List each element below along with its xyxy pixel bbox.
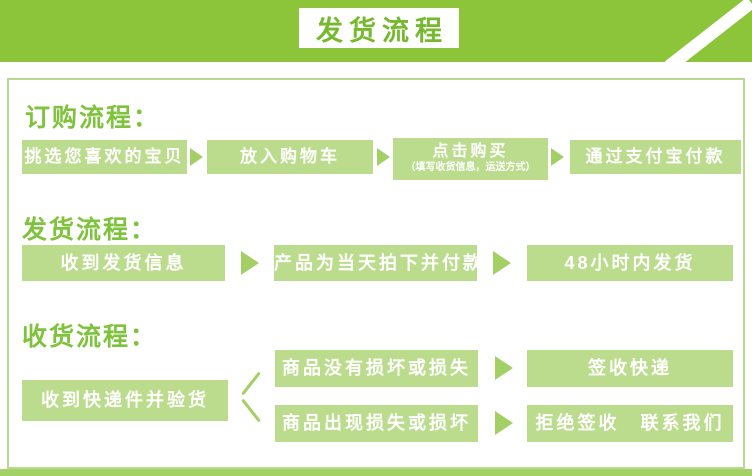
order-step-pay-alipay: 通过支付宝付款 <box>570 140 741 174</box>
order-step-click-buy-label: 点击购买 <box>432 143 509 160</box>
arrow-right-icon <box>495 356 513 380</box>
order-step-add-to-cart: 放入购物车 <box>207 140 373 174</box>
header-banner: 发货流程 <box>0 0 752 62</box>
arrow-right-icon <box>551 148 564 166</box>
branch-no-damage-condition: 商品没有损坏或损失 <box>275 350 478 387</box>
ship-step-receive-info: 收到发货信息 <box>22 245 225 281</box>
order-step-click-buy: 点击购买 （填写收货信息，运送方式） <box>393 138 548 180</box>
arrow-right-icon <box>190 148 203 166</box>
section-heading-shipping-process: 发货流程： <box>22 216 158 244</box>
ship-step-same-day-payment: 产品为当天拍下并付款 <box>274 245 477 281</box>
branch-damaged-result: 拒绝签收 联系我们 <box>527 405 733 442</box>
branch-damaged-condition: 商品出现损失或损坏 <box>275 405 478 442</box>
ship-step-48h-dispatch: 48小时内发货 <box>527 245 733 281</box>
branch-no-damage-result: 签收快递 <box>527 350 733 387</box>
receive-step-inspect-package: 收到快递件并验货 <box>22 380 228 421</box>
arrow-right-icon <box>493 251 511 275</box>
arrow-right-icon <box>377 148 390 166</box>
order-step-click-buy-sublabel: （填写收货信息，运送方式） <box>405 162 536 173</box>
diagonal-stripe-decoration <box>665 0 752 62</box>
section-heading-receiving-process: 收货流程： <box>22 323 158 351</box>
order-step-pick-items: 挑选您喜欢的宝贝 <box>22 140 187 174</box>
section-heading-order-process: 订购流程： <box>25 104 161 132</box>
arrow-right-icon <box>495 411 513 435</box>
arrow-right-icon <box>241 251 259 275</box>
page-title: 发货流程 <box>316 15 448 46</box>
footer-bar <box>0 469 752 476</box>
title-box: 发货流程 <box>299 8 459 48</box>
